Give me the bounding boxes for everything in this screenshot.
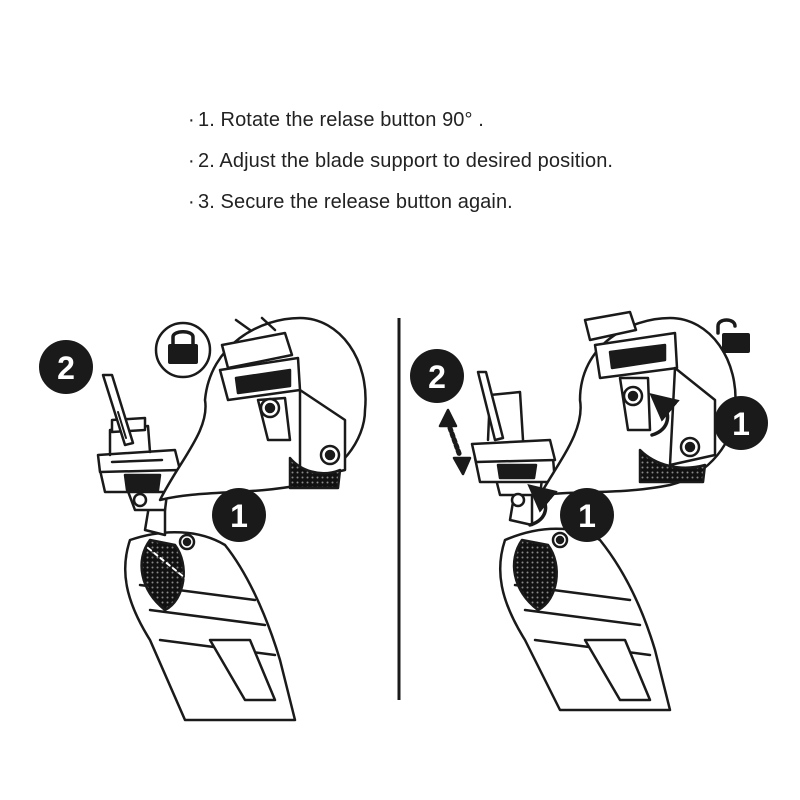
instruction-step-1: ·1. Rotate the relase button 90° . bbox=[188, 100, 613, 141]
saw-body bbox=[124, 530, 297, 722]
left-panel bbox=[96, 316, 367, 722]
left-badge-2: 2 bbox=[39, 340, 93, 394]
instruction-step-3: ·3. Secure the release button again. bbox=[188, 182, 613, 223]
right-badge-1-lower: 1 bbox=[560, 488, 614, 542]
zoom-detail bbox=[218, 316, 347, 490]
bullet: · bbox=[188, 191, 195, 213]
saw-blade bbox=[101, 373, 135, 447]
lock-closed-icon bbox=[154, 321, 212, 379]
bullet: · bbox=[188, 150, 195, 172]
left-badge-1: 1 bbox=[212, 488, 266, 542]
lock-open-icon bbox=[716, 318, 750, 353]
instruction-list: ·1. Rotate the relase button 90° . ·2. A… bbox=[188, 100, 613, 223]
instruction-step-2: ·2. Adjust the blade support to desired … bbox=[188, 141, 613, 182]
rotate-arrow bbox=[649, 393, 680, 437]
adjust-arrow bbox=[438, 408, 472, 476]
saw-blade bbox=[476, 370, 505, 442]
instruction-text: 3. Secure the release button again. bbox=[198, 191, 513, 213]
rotate-arrow bbox=[527, 484, 558, 527]
right-badge-2: 2 bbox=[410, 349, 464, 403]
badge-label: 1 bbox=[230, 498, 248, 534]
blade-support bbox=[470, 390, 557, 527]
saw-body bbox=[499, 527, 672, 712]
badge-label: 1 bbox=[578, 498, 596, 534]
right-badge-1-upper: 1 bbox=[714, 396, 768, 450]
instruction-text: 1. Rotate the relase button 90° . bbox=[198, 109, 484, 131]
blade-support bbox=[96, 416, 182, 537]
bullet: · bbox=[188, 109, 195, 131]
instruction-text: 2. Adjust the blade support to desired p… bbox=[198, 150, 614, 172]
zoom-detail bbox=[583, 310, 717, 484]
badge-label: 1 bbox=[732, 406, 750, 442]
badge-label: 2 bbox=[428, 359, 446, 395]
right-panel bbox=[438, 310, 750, 712]
badge-label: 2 bbox=[57, 350, 75, 386]
